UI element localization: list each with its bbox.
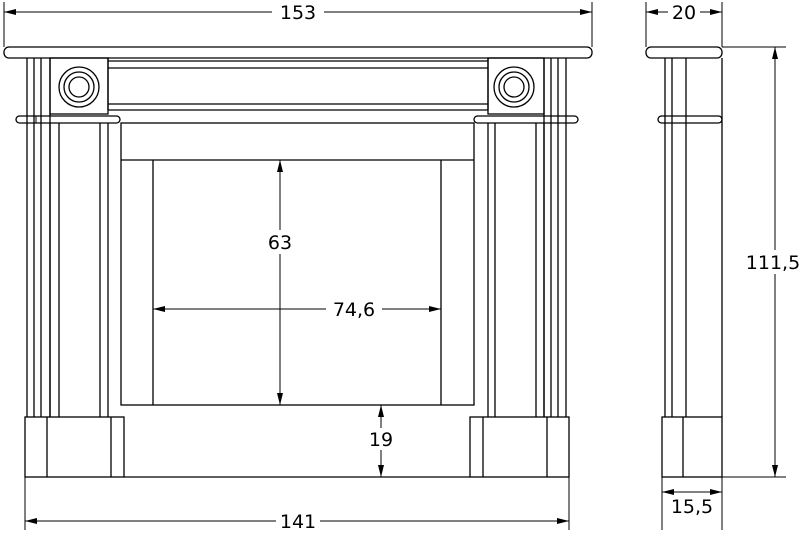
fireplace-surround [120, 122, 475, 406]
left-outer-pilaster [26, 58, 51, 417]
left-plinth [24, 416, 125, 478]
front-view [3, 46, 593, 478]
dimension-label-opening-height: 63 [268, 232, 292, 254]
right-inner-pilaster [487, 123, 545, 417]
dimension-side-depth-top: 20 [645, 0, 723, 47]
dimension-base-width: 141 [24, 477, 570, 533]
side-plinth [661, 416, 723, 478]
right-capital-rail [473, 115, 579, 124]
right-rosette-outer [493, 66, 535, 108]
right-rosette-mid [498, 71, 530, 103]
left-inner-pilaster [49, 123, 109, 417]
side-capital-rail [657, 115, 723, 124]
frieze [107, 58, 489, 111]
side-mantel-shelf [645, 46, 723, 59]
dimension-label-side-depth-base: 15,5 [671, 496, 713, 518]
right-corner-block [487, 57, 545, 115]
dimension-side-depth-base: 15,5 [661, 477, 723, 530]
left-rosette-mid [63, 71, 95, 103]
side-view [645, 46, 723, 478]
left-capital-rail [15, 115, 121, 124]
right-rosette-inner [503, 76, 525, 98]
left-rosette-inner [68, 76, 90, 98]
dimension-total-height: 111,5 [722, 46, 800, 478]
dimension-hearth-gap: 19 [366, 405, 396, 477]
dimension-label-base-width: 141 [280, 511, 316, 533]
dimension-top-width: 153 [3, 0, 593, 47]
left-corner-block [49, 57, 109, 115]
dimension-label-top-width: 153 [280, 2, 316, 24]
dimension-label-opening-width: 74,6 [333, 299, 375, 321]
dimension-label-side-depth-top: 20 [672, 2, 696, 24]
left-rosette-outer [58, 66, 100, 108]
right-plinth [469, 416, 570, 478]
right-outer-pilaster [543, 58, 567, 417]
dimension-label-hearth-gap: 19 [369, 429, 393, 451]
dimension-label-total-height: 111,5 [746, 252, 800, 274]
dimension-opening-height: 63 [262, 160, 298, 405]
mantel-shelf [3, 46, 593, 59]
dimension-opening-width: 74,6 [153, 297, 441, 321]
